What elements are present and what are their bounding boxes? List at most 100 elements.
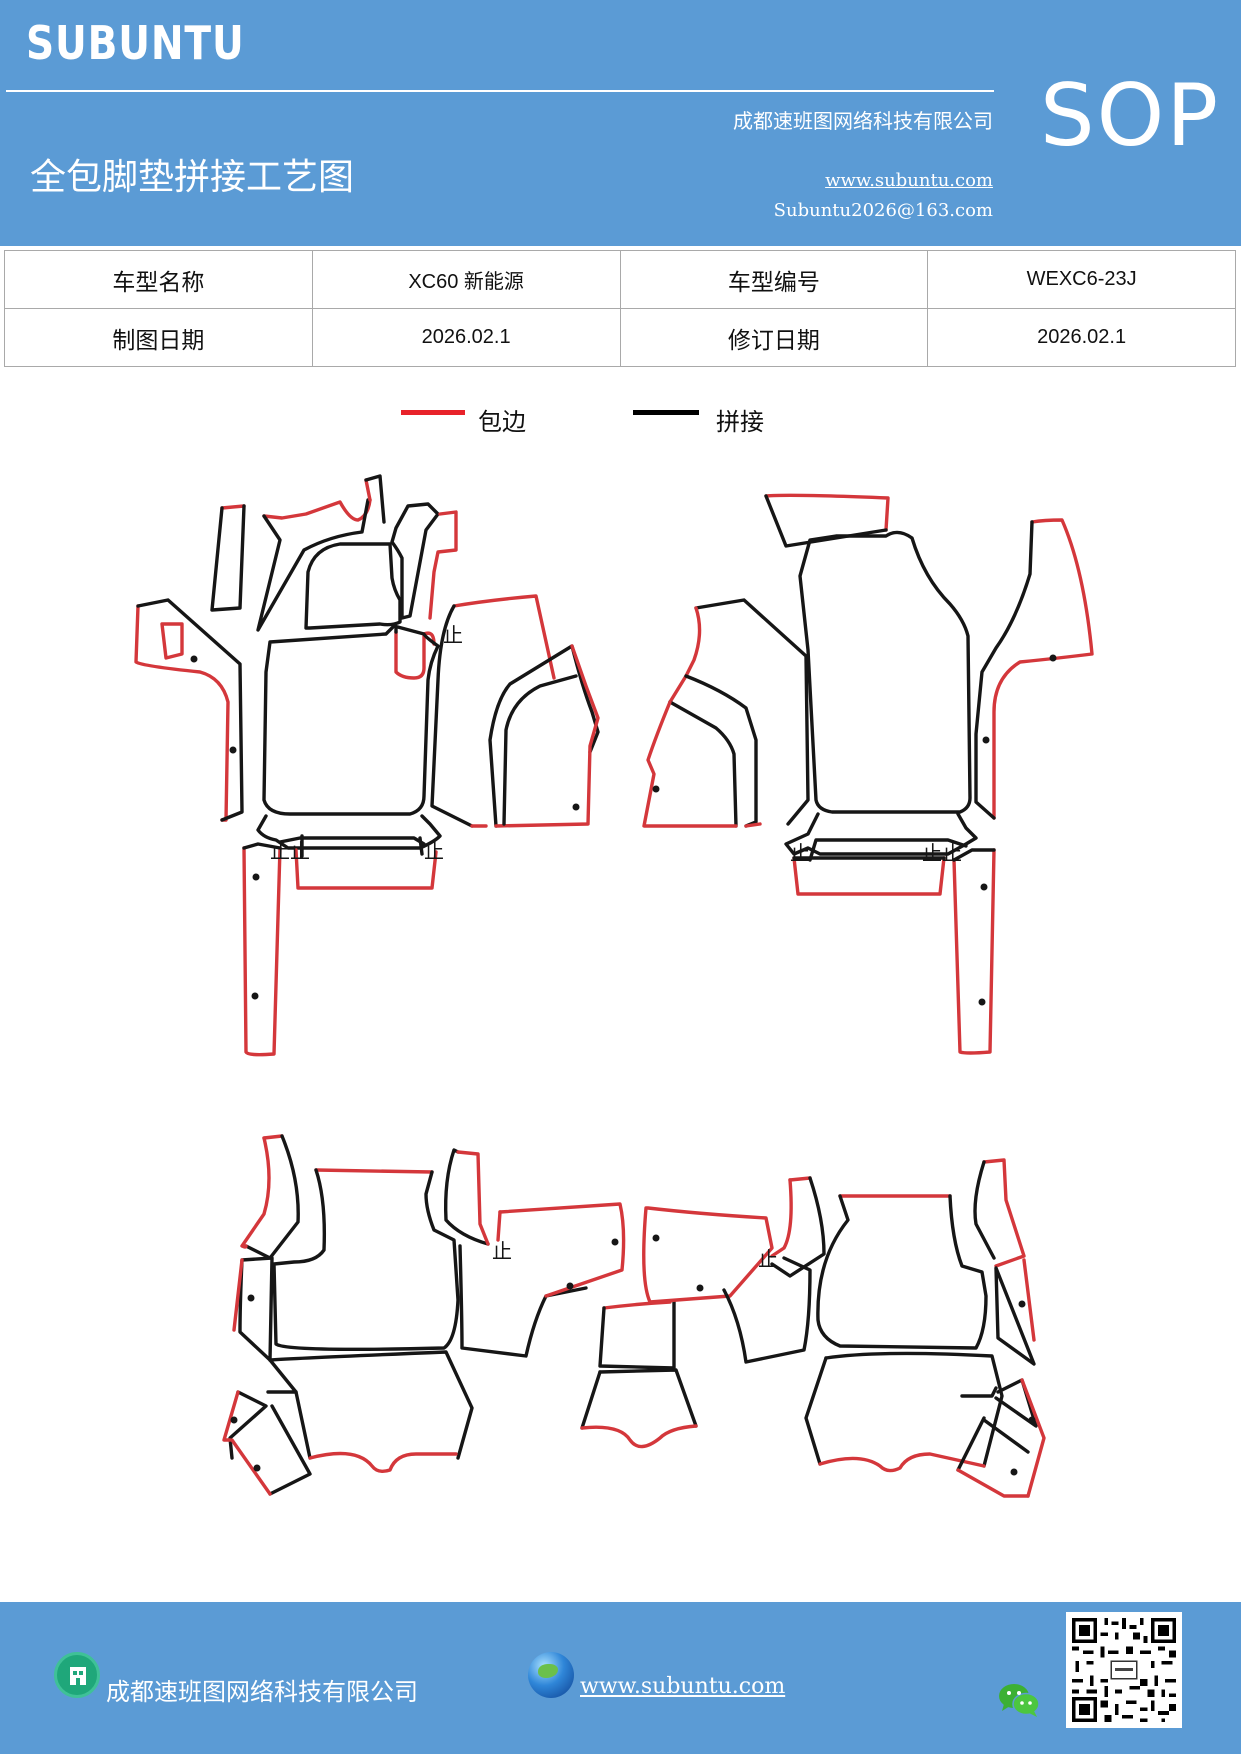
mat-piece bbox=[808, 838, 968, 862]
mat-piece bbox=[982, 1158, 1026, 1268]
mat-piece bbox=[268, 1404, 312, 1496]
mat-dot bbox=[190, 655, 198, 663]
mat-piece bbox=[994, 1266, 1036, 1366]
mat-piece bbox=[136, 598, 244, 822]
mat-piece bbox=[394, 630, 436, 680]
mat-dot bbox=[696, 1284, 704, 1292]
mat-piece bbox=[1022, 1258, 1036, 1342]
rear-center-mat-group bbox=[580, 1300, 698, 1449]
table-row: 制图日期 2026.02.1 修订日期 2026.02.1 bbox=[4, 308, 1236, 367]
legend-edge-swatch bbox=[401, 410, 465, 415]
wechat-icon bbox=[999, 1684, 1040, 1717]
mat-piece bbox=[973, 1160, 996, 1260]
mat-piece bbox=[238, 1256, 274, 1362]
stop-marker: 止 bbox=[922, 841, 942, 865]
brand-logo: SUBUNTU bbox=[26, 16, 245, 70]
mat-piece bbox=[818, 1452, 986, 1473]
header-email: Subuntu2026@163.com bbox=[773, 200, 993, 221]
mat-piece bbox=[804, 1356, 828, 1466]
header-website-link[interactable]: www.subuntu.com bbox=[825, 170, 993, 191]
mat-piece bbox=[1020, 1378, 1046, 1498]
mat-piece bbox=[668, 700, 738, 828]
mat-dot bbox=[566, 1282, 574, 1290]
stop-marker: 止 bbox=[443, 623, 463, 647]
mat-dot bbox=[251, 992, 259, 1000]
model-name-label: 车型名称 bbox=[4, 250, 313, 309]
mat-piece bbox=[228, 1390, 268, 1460]
mat-dot bbox=[230, 1416, 238, 1424]
mat-piece bbox=[792, 856, 946, 896]
mat-dot bbox=[572, 803, 580, 811]
building-icon bbox=[54, 1652, 100, 1698]
mat-dot bbox=[982, 736, 990, 744]
model-code-value: WEXC6-23J bbox=[927, 250, 1236, 309]
mat-piece bbox=[266, 1358, 298, 1394]
mat-piece bbox=[240, 1136, 271, 1249]
mat-piece bbox=[242, 842, 282, 850]
mat-piece bbox=[496, 1210, 502, 1242]
mat-piece bbox=[456, 1150, 490, 1246]
model-name-value: XC60 新能源 bbox=[311, 250, 621, 309]
mat-piece bbox=[502, 674, 578, 826]
mat-piece bbox=[952, 848, 996, 1055]
mat-piece bbox=[300, 834, 424, 858]
stop-marker: 止 bbox=[492, 1239, 512, 1263]
mat-piece bbox=[956, 1468, 1030, 1498]
header-company: 成都速班图网络科技有限公司 bbox=[733, 109, 993, 133]
mat-piece bbox=[294, 1390, 312, 1460]
mat-piece bbox=[642, 1206, 774, 1304]
qr-code bbox=[1066, 1612, 1182, 1728]
mat-piece bbox=[304, 542, 402, 630]
mat-piece bbox=[684, 674, 758, 828]
mat-dot bbox=[1049, 654, 1057, 662]
table-row: 车型名称 XC60 新能源 车型编号 WEXC6-23J bbox=[4, 250, 1236, 309]
mat-piece bbox=[642, 700, 738, 828]
mat-piece bbox=[268, 1350, 474, 1460]
revision-date-label: 修订日期 bbox=[619, 308, 929, 367]
mat-piece bbox=[364, 478, 372, 502]
mat-piece bbox=[952, 848, 996, 862]
sop-badge: SOP bbox=[1040, 66, 1221, 166]
mat-piece bbox=[694, 598, 810, 826]
mat-piece bbox=[262, 498, 372, 522]
vehicle-info-table: 车型名称 XC60 新能源 车型编号 WEXC6-23J 制图日期 2026.0… bbox=[4, 250, 1236, 367]
mat-dot bbox=[978, 998, 986, 1006]
mat-piece bbox=[764, 493, 890, 532]
legend-edge-label: 包边 bbox=[478, 408, 526, 436]
mat-piece bbox=[598, 1300, 676, 1370]
footer-company: 成都速班图网络科技有限公司 bbox=[106, 1678, 418, 1706]
mat-piece bbox=[232, 1258, 244, 1332]
mat-piece bbox=[272, 1168, 460, 1352]
mat-piece bbox=[210, 504, 246, 612]
mat-piece bbox=[230, 1438, 272, 1496]
stop-marker: 止 bbox=[270, 839, 290, 863]
mat-dot bbox=[247, 1294, 255, 1302]
mat-dot bbox=[253, 1464, 261, 1472]
drawing-date-label: 制图日期 bbox=[4, 308, 313, 367]
mat-piece bbox=[444, 1148, 490, 1246]
mat-piece bbox=[458, 1244, 588, 1358]
mat-piece bbox=[160, 622, 184, 660]
legend-join-swatch bbox=[633, 410, 699, 415]
header-banner: SUBUNTU 成都速班图网络科技有限公司 全包脚垫拼接工艺图 www.subu… bbox=[0, 0, 1241, 246]
mat-piece bbox=[220, 504, 246, 510]
mat-piece bbox=[256, 814, 442, 850]
mat-piece bbox=[498, 1202, 626, 1298]
mat-piece bbox=[294, 848, 438, 890]
mat-piece bbox=[262, 1134, 284, 1140]
mat-dot bbox=[1028, 1416, 1036, 1424]
footer-website-link[interactable]: www.subuntu.com bbox=[580, 1674, 786, 1699]
mat-piece bbox=[770, 1176, 826, 1278]
stop-marker: 止 bbox=[290, 839, 310, 863]
mat-piece bbox=[992, 518, 1094, 820]
mat-dot bbox=[229, 746, 237, 754]
mat-piece bbox=[798, 530, 972, 814]
header-divider bbox=[6, 90, 994, 92]
mat-pattern-drawing: 止 止 止 止 止 止 bbox=[134, 474, 1094, 1498]
mat-piece bbox=[960, 1386, 998, 1398]
mat-piece bbox=[770, 1178, 793, 1258]
mat-piece bbox=[390, 502, 440, 620]
drawing-date-value: 2026.02.1 bbox=[311, 308, 621, 367]
mat-piece bbox=[256, 498, 370, 632]
mat-dot bbox=[1018, 1300, 1026, 1308]
